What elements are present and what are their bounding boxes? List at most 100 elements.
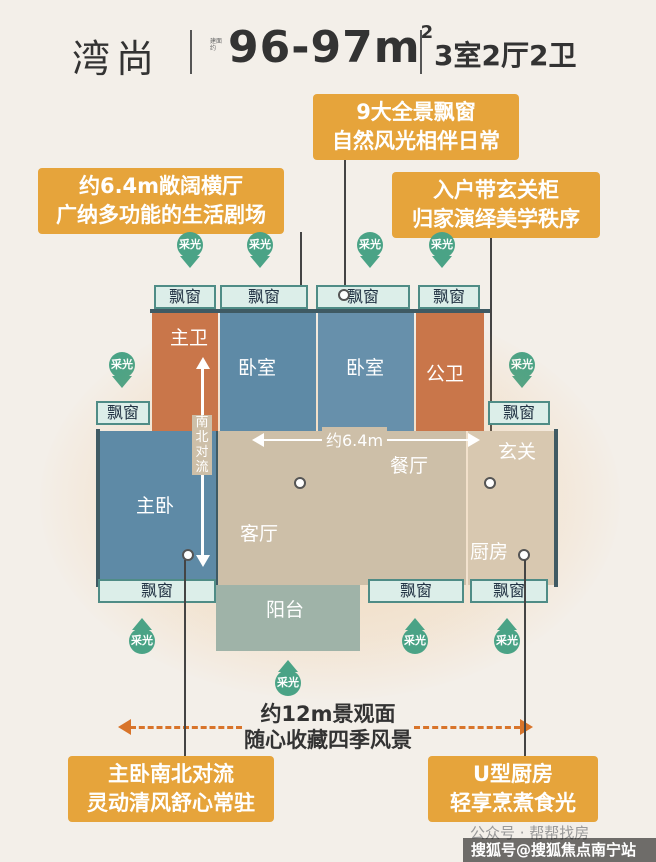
room-label-bedroom-1: 卧室 — [238, 357, 277, 379]
view-line-2: 随心收藏四季风景 — [244, 728, 412, 752]
hall-width-label: 约6.4m — [322, 427, 388, 451]
up-arrow-icon — [497, 618, 517, 630]
area-superscript: 2 — [420, 22, 435, 43]
callout-living: 约6.4m敞阔横厅 广纳多功能的生活剧场 — [38, 168, 284, 234]
right-arrow-icon — [520, 719, 533, 735]
floor-plan: 主卫 卧室 卧室 公卫 主卧 客厅 餐厅 玄关 厨房 阳台 飘窗 飘窗 飘窗 飘… — [96, 285, 558, 651]
callout-kitchen-line2: 轻享烹煮食光 — [450, 791, 576, 815]
room-label-balcony: 阳台 — [266, 599, 305, 621]
down-arrow-icon — [360, 256, 380, 268]
bay-window-tag: 飘窗 — [96, 401, 150, 425]
down-arrow-icon — [250, 256, 270, 268]
wall-top — [150, 309, 490, 313]
sunlight-arrow-top-4: 采光 — [425, 232, 459, 268]
leader-dot-living — [294, 477, 306, 489]
leader-dot-master — [182, 549, 194, 561]
down-arrow-icon — [112, 376, 132, 388]
room-balcony: 阳台 — [216, 585, 360, 651]
room-label-entrance: 玄关 — [498, 441, 537, 463]
sunlight-arrow-top-3: 采光 — [353, 232, 387, 268]
down-arrow-icon — [180, 256, 200, 268]
area-small-label: 建面约 — [210, 38, 223, 52]
sunlight-arrow-bottom-1: 采光 — [125, 618, 159, 654]
callout-windows: 9大全景飘窗 自然风光相伴日常 — [313, 94, 519, 160]
bay-window-tag: 飘窗 — [220, 285, 308, 309]
sunlight-label: 采光 — [509, 352, 535, 378]
up-arrow-icon — [196, 357, 210, 369]
callout-kitchen: U型厨房 轻享烹煮食光 — [428, 756, 598, 822]
room-label-kitchen: 厨房 — [470, 541, 509, 563]
leader-dot-windows — [338, 289, 350, 301]
wall-right — [554, 429, 558, 587]
wall-master-partition — [216, 431, 218, 585]
watermark-text: 公众号 · 帮帮找房 — [470, 824, 590, 842]
header-divider-2 — [420, 30, 422, 74]
room-bedroom-1: 卧室 — [220, 313, 316, 431]
callout-entry-line2: 归家演绎美学秩序 — [412, 207, 580, 231]
callout-windows-line2: 自然风光相伴日常 — [332, 129, 500, 153]
leader-line-entry — [490, 238, 492, 482]
area-number: 96-97m — [228, 22, 421, 73]
callout-living-line1: 约6.4m敞阔横厅 — [78, 174, 244, 198]
sunlight-arrow-right: 采光 — [505, 352, 539, 388]
room-label-living: 客厅 — [240, 523, 279, 545]
sunlight-label: 采光 — [177, 232, 203, 258]
room-living-dining: 客厅 餐厅 — [218, 431, 466, 585]
room-label-dining: 餐厅 — [390, 455, 429, 477]
bay-window-tag: 飘窗 — [488, 401, 550, 425]
callout-entry-line1: 入户带玄关柜 — [433, 178, 559, 202]
area-value: 96-97m2 — [228, 22, 434, 73]
down-arrow-icon — [512, 376, 532, 388]
callout-windows-line1: 9大全景飘窗 — [356, 100, 476, 124]
sunlight-label: 采光 — [275, 670, 301, 696]
sunlight-label: 采光 — [357, 232, 383, 258]
callout-entry: 入户带玄关柜 归家演绎美学秩序 — [392, 172, 600, 238]
north-south-label: 南北对流 — [192, 415, 212, 475]
bay-window-tag: 飘窗 — [98, 579, 216, 603]
sunlight-arrow-bottom-3: 采光 — [490, 618, 524, 654]
view-dash-right — [414, 726, 520, 729]
room-master-bath: 主卫 — [152, 313, 218, 431]
sunlight-arrow-top-2: 采光 — [243, 232, 277, 268]
sunlight-arrow-bottom-2: 采光 — [398, 618, 432, 654]
callout-living-line2: 广纳多功能的生活剧场 — [56, 203, 266, 227]
up-arrow-icon — [405, 618, 425, 630]
down-arrow-icon — [196, 555, 210, 567]
callout-kitchen-line1: U型厨房 — [472, 762, 554, 786]
watermark-bar: 搜狐号@搜狐焦点南宁站 — [463, 838, 656, 862]
leader-line-windows — [344, 160, 346, 290]
sunlight-arrow-top-1: 采光 — [173, 232, 207, 268]
sunlight-label: 采光 — [402, 628, 428, 654]
left-arrow-icon — [118, 719, 131, 735]
room-bedroom-2: 卧室 — [318, 313, 414, 431]
room-public-bath: 公卫 — [416, 313, 484, 431]
bay-window-tag: 飘窗 — [418, 285, 480, 309]
bay-window-tag: 飘窗 — [154, 285, 216, 309]
room-label-master-bedroom: 主卧 — [136, 495, 175, 517]
project-name: 湾尚 — [72, 37, 161, 81]
room-entrance-kitchen: 玄关 厨房 — [468, 431, 558, 585]
sunlight-label: 采光 — [109, 352, 135, 378]
sunlight-label: 采光 — [429, 232, 455, 258]
sunlight-label: 采光 — [129, 628, 155, 654]
callout-master-line1: 主卧南北对流 — [108, 762, 234, 786]
sunlight-label: 采光 — [247, 232, 273, 258]
up-arrow-icon — [278, 660, 298, 672]
sunlight-arrow-left: 采光 — [105, 352, 139, 388]
sunlight-arrow-bottom-4: 采光 — [271, 660, 305, 696]
view-line-1: 约12m景观面 — [260, 702, 396, 726]
bay-window-tag: 飘窗 — [368, 579, 464, 603]
leader-dot-entry — [484, 477, 496, 489]
bay-window-tag: 飘窗 — [316, 285, 410, 309]
bay-window-tag: 飘窗 — [470, 579, 548, 603]
callout-master: 主卧南北对流 灵动清风舒心常驻 — [68, 756, 274, 822]
right-arrow-icon — [468, 433, 480, 447]
header-divider — [190, 30, 192, 74]
room-label-public-bath: 公卫 — [426, 363, 465, 385]
view-dash-left — [130, 726, 242, 729]
sunlight-label: 采光 — [494, 628, 520, 654]
callout-master-line2: 灵动清风舒心常驻 — [87, 791, 255, 815]
room-label-master-bath: 主卫 — [170, 327, 209, 349]
leader-line-master — [184, 560, 186, 756]
down-arrow-icon — [432, 256, 452, 268]
